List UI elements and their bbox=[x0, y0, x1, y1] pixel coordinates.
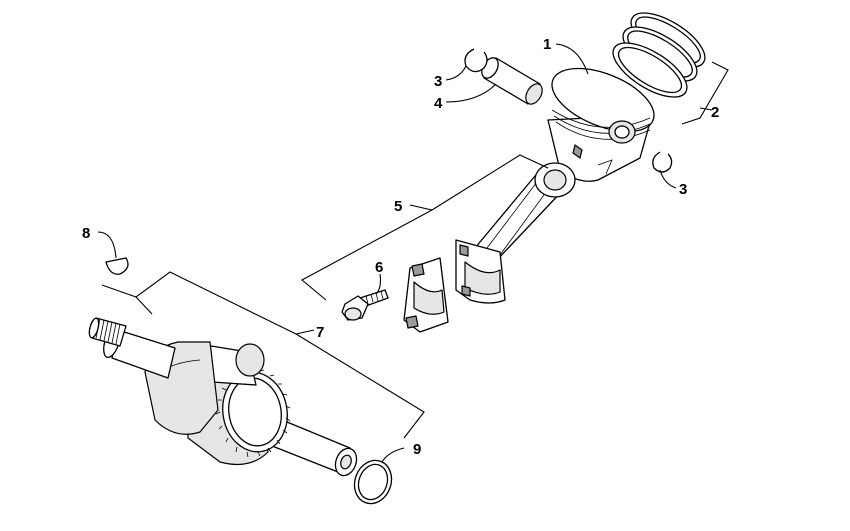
callout-3-upper: 3 bbox=[434, 73, 442, 90]
callout-4: 4 bbox=[434, 95, 443, 112]
circlip-lower bbox=[652, 151, 673, 173]
crankshaft bbox=[88, 317, 358, 477]
callout-7: 7 bbox=[316, 324, 324, 341]
piston-pin bbox=[481, 57, 543, 105]
callout-6: 6 bbox=[375, 259, 383, 276]
rod-cap bbox=[403, 257, 449, 333]
callout-1: 1 bbox=[543, 36, 551, 53]
seal-ring bbox=[353, 459, 393, 505]
callout-labels: 1 2 3 3 4 5 6 7 8 9 bbox=[82, 36, 719, 458]
connecting-rod bbox=[455, 162, 576, 304]
woodruff-key bbox=[105, 257, 129, 275]
leader-lines bbox=[97, 43, 729, 463]
piston bbox=[547, 67, 655, 182]
callout-9: 9 bbox=[413, 441, 421, 458]
piston-rings bbox=[612, 12, 706, 98]
rod-bolt bbox=[341, 289, 389, 321]
callout-8: 8 bbox=[82, 225, 90, 242]
callout-3-lower: 3 bbox=[679, 181, 687, 198]
callout-2: 2 bbox=[711, 104, 719, 121]
circlip-upper bbox=[464, 48, 488, 73]
callout-5: 5 bbox=[394, 198, 402, 215]
